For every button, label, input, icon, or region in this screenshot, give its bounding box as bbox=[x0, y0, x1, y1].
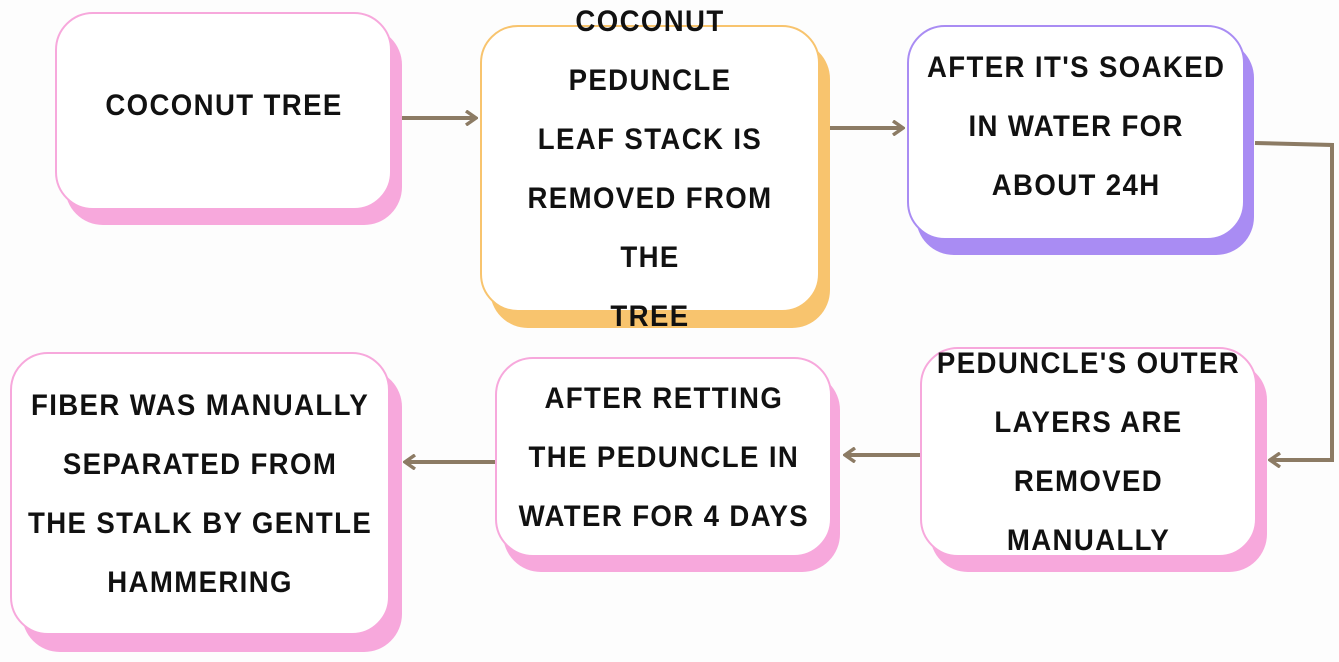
step-6-box: FIBER WAS MANUALLY SEPARATED FROM THE ST… bbox=[10, 352, 390, 635]
step-5-text: AFTER RETTING THE PEDUNCLE IN WATER FOR … bbox=[518, 381, 809, 533]
step-6-text: FIBER WAS MANUALLY SEPARATED FROM THE ST… bbox=[27, 388, 373, 599]
arrow-step3-to-step4 bbox=[1254, 141, 1334, 460]
step-1-text: COCONUT TREE bbox=[104, 88, 343, 122]
step-4-text: PEDUNCLE'S OUTER LAYERS ARE REMOVED MANU… bbox=[936, 347, 1241, 557]
step-3-box: AFTER IT'S SOAKED IN WATER FOR ABOUT 24H bbox=[907, 25, 1245, 240]
step-2-box: COCONUT PEDUNCLE LEAF STACK IS REMOVED F… bbox=[480, 5, 820, 333]
step-1-box: COCONUT TREE bbox=[55, 12, 392, 210]
step-4-box: PEDUNCLE'S OUTER LAYERS ARE REMOVED MANU… bbox=[920, 347, 1257, 557]
step-3-text: AFTER IT'S SOAKED IN WATER FOR ABOUT 24H bbox=[926, 51, 1226, 202]
step-5-box: AFTER RETTING THE PEDUNCLE IN WATER FOR … bbox=[495, 357, 832, 557]
step-2-text: COCONUT PEDUNCLE LEAF STACK IS REMOVED F… bbox=[527, 4, 773, 333]
